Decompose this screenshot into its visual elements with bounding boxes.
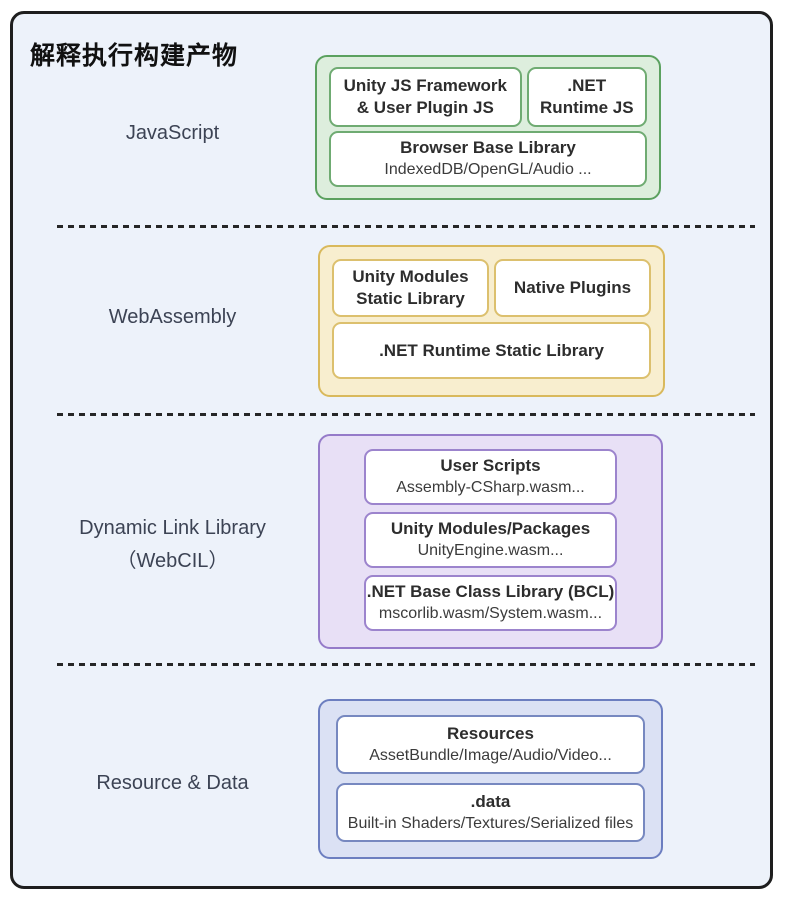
box-native-plugins: Native Plugins <box>494 259 651 317</box>
box-dotnet-runtime-js: .NET Runtime JS <box>526 67 647 127</box>
box-subtitle: IndexedDB/OpenGL/Audio ... <box>384 161 592 178</box>
label-javascript: JavaScript <box>125 122 220 144</box>
box-title-line: .NET <box>567 76 607 95</box>
box-title: .NET Base Class Library (BCL) <box>366 582 615 601</box>
box-title-line: Unity JS Framework <box>343 76 508 95</box>
group-javascript: Unity JS Framework & User Plugin JS .NET… <box>315 55 661 200</box>
box-title: .NET Runtime Static Library <box>379 340 604 360</box>
box-unity-js-framework: Unity JS Framework & User Plugin JS <box>329 67 522 127</box>
diagram-title: 解释执行构建产物 <box>30 42 239 70</box>
box-title-line: & User Plugin JS <box>356 98 494 117</box>
box-subtitle: UnityEngine.wasm... <box>417 542 564 559</box>
box-title: Unity Modules/Packages <box>390 519 591 538</box>
label-line: （WebCIL） <box>116 550 229 572</box>
group-dynamic-link-library: User Scripts Assembly-CSharp.wasm... Uni… <box>318 434 663 649</box>
box-browser-base-library: Browser Base Library IndexedDB/OpenGL/Au… <box>329 131 647 187</box>
box-title-line: Native Plugins <box>513 278 632 297</box>
webassembly-top-row: Unity Modules Static Library Native Plug… <box>332 259 651 317</box>
box-title: .data <box>470 791 511 811</box>
box-unity-modules-packages: Unity Modules/Packages UnityEngine.wasm.… <box>364 512 617 568</box>
label-webassembly: WebAssembly <box>108 306 237 328</box>
box-unity-modules-static-library: Unity Modules Static Library <box>332 259 489 317</box>
box-subtitle: AssetBundle/Image/Audio/Video... <box>369 746 612 764</box>
box-title: Browser Base Library <box>400 138 576 157</box>
box-user-scripts: User Scripts Assembly-CSharp.wasm... <box>364 449 617 505</box>
label-resource-and-data: Resource & Data <box>96 772 249 794</box>
box-title-line: Unity Modules <box>352 267 469 286</box>
box-dotnet-runtime-static-library: .NET Runtime Static Library <box>332 322 651 379</box>
box-subtitle: Assembly-CSharp.wasm... <box>396 479 585 496</box>
box-subtitle: Built-in Shaders/Textures/Serialized fil… <box>347 814 634 832</box>
javascript-top-row: Unity JS Framework & User Plugin JS .NET… <box>329 67 647 127</box>
separator-dashed-line <box>57 413 755 416</box>
box-dotnet-base-class-library: .NET Base Class Library (BCL) mscorlib.w… <box>364 575 617 631</box>
box-resources: Resources AssetBundle/Image/Audio/Video.… <box>336 715 645 774</box>
separator-dashed-line <box>57 225 755 228</box>
box-title-line: Runtime JS <box>540 98 634 117</box>
group-webassembly: Unity Modules Static Library Native Plug… <box>318 245 665 397</box>
label-dynamic-link-library: Dynamic Link Library （WebCIL） <box>30 512 315 578</box>
separator-dashed-line <box>57 663 755 666</box>
box-subtitle: mscorlib.wasm/System.wasm... <box>378 605 603 622</box>
group-resource-and-data: Resources AssetBundle/Image/Audio/Video.… <box>318 699 663 859</box>
box-title: Resources <box>447 723 534 743</box>
box-data-file: .data Built-in Shaders/Textures/Serializ… <box>336 783 645 842</box>
label-line: Dynamic Link Library <box>79 517 266 539</box>
box-title-line: Static Library <box>356 289 465 308</box>
box-title: User Scripts <box>440 456 541 475</box>
